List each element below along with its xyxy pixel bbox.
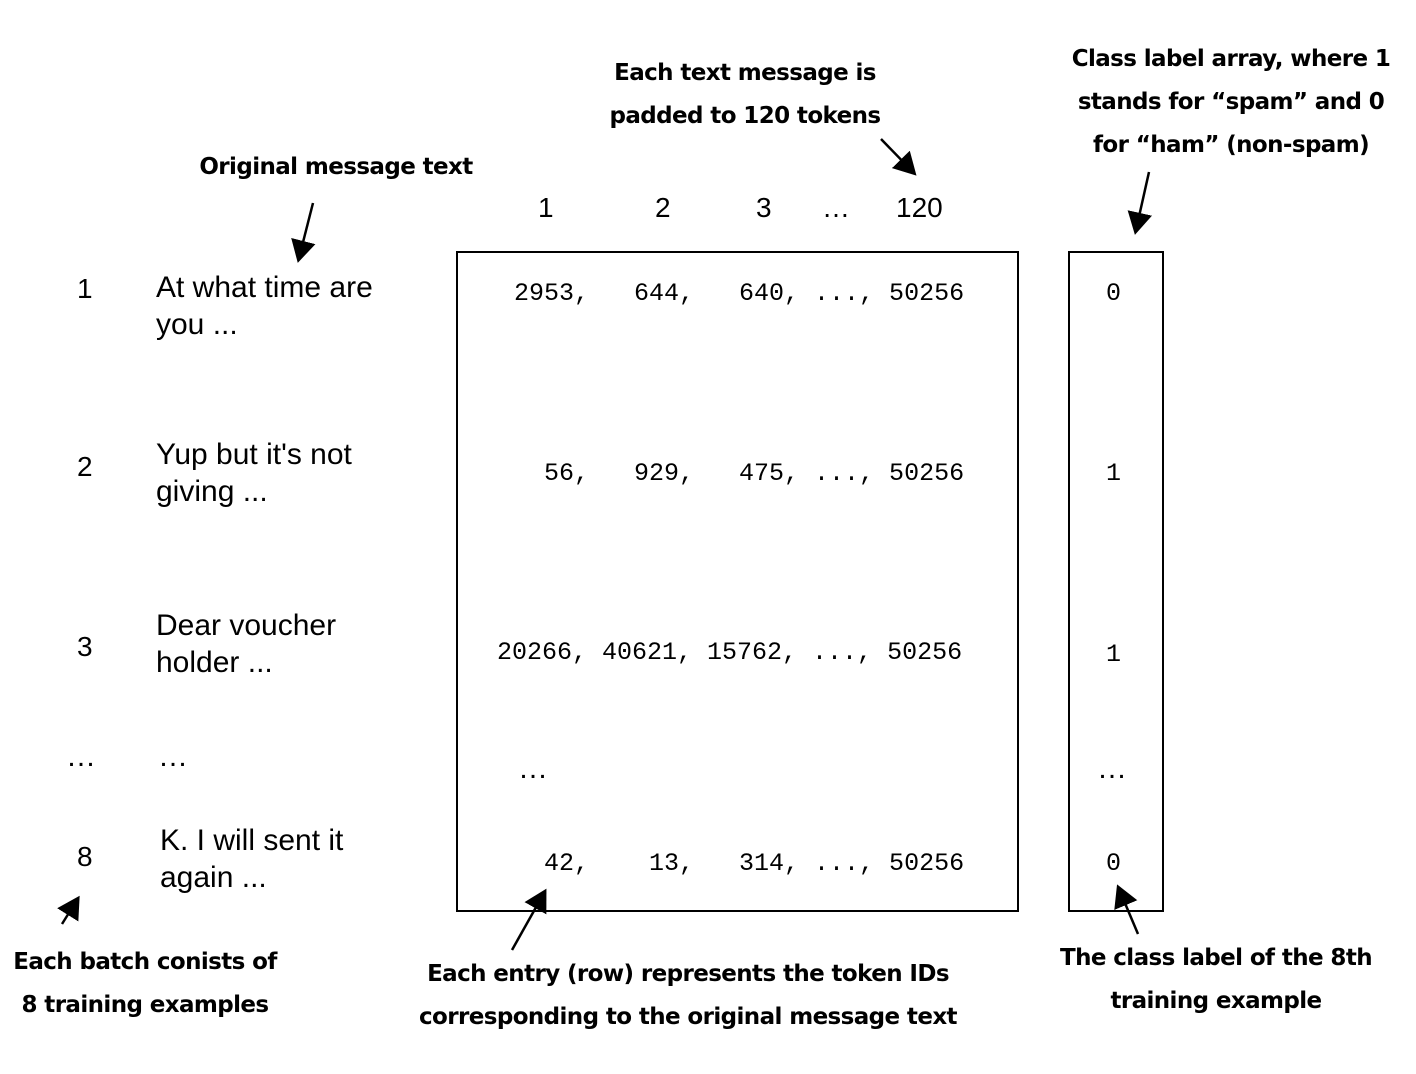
eighth-label-annotation: The class label of the 8th training exam… bbox=[1059, 945, 1373, 1014]
row-index: 3 bbox=[77, 631, 93, 662]
token-ids-row: 42, 13, 314, ..., 50256 bbox=[514, 849, 965, 878]
token-column-120: 120 bbox=[896, 192, 943, 223]
token-column-3: 3 bbox=[756, 192, 772, 223]
class-label: 1 bbox=[1106, 640, 1122, 669]
token-matrix-box bbox=[456, 251, 1019, 912]
message-text: Yup but it's not giving ... bbox=[156, 438, 352, 508]
class-label-ellipsis: … bbox=[1097, 752, 1130, 785]
batch-annotation: Each batch conists of 8 training example… bbox=[13, 949, 277, 1018]
token-ids-row: 56, 929, 475, ..., 50256 bbox=[514, 459, 965, 488]
arrow-original-text bbox=[291, 202, 316, 263]
class-label: 0 bbox=[1106, 849, 1122, 878]
class-label-annotation: Class label array, where 1 stands for “s… bbox=[1071, 46, 1391, 158]
row-index: 8 bbox=[77, 841, 93, 872]
arrow-class-label bbox=[1127, 171, 1153, 235]
token-ids-ellipsis: … bbox=[518, 752, 551, 785]
token-ids-row: 20266, 40621, 15762, ..., 50256 bbox=[497, 638, 963, 667]
token-column-ellipsis: … bbox=[822, 192, 850, 223]
row-index: 1 bbox=[77, 273, 93, 304]
token-ids-row: 2953, 644, 640, ..., 50256 bbox=[514, 279, 965, 308]
entry-annotation: Each entry (row) represents the token ID… bbox=[419, 961, 958, 1030]
row-index-ellipsis: … bbox=[66, 740, 99, 773]
token-column-1: 1 bbox=[538, 192, 554, 223]
message-text-ellipsis: … bbox=[158, 740, 191, 773]
message-text: Dear voucher holder ... bbox=[156, 609, 337, 679]
class-label: 0 bbox=[1106, 279, 1122, 308]
original-text-annotation: Original message text bbox=[199, 154, 473, 180]
arrow-padding bbox=[880, 138, 917, 176]
row-index: 2 bbox=[77, 451, 93, 482]
label-array-box bbox=[1068, 251, 1164, 912]
arrow-batch bbox=[57, 895, 80, 925]
arrow-entry bbox=[510, 888, 547, 951]
message-text: K. I will sent it again ... bbox=[160, 824, 344, 894]
message-text: At what time are you ... bbox=[156, 271, 373, 341]
padding-annotation: Each text message is padded to 120 token… bbox=[609, 60, 882, 129]
token-column-2: 2 bbox=[655, 192, 671, 223]
class-label: 1 bbox=[1106, 459, 1122, 488]
